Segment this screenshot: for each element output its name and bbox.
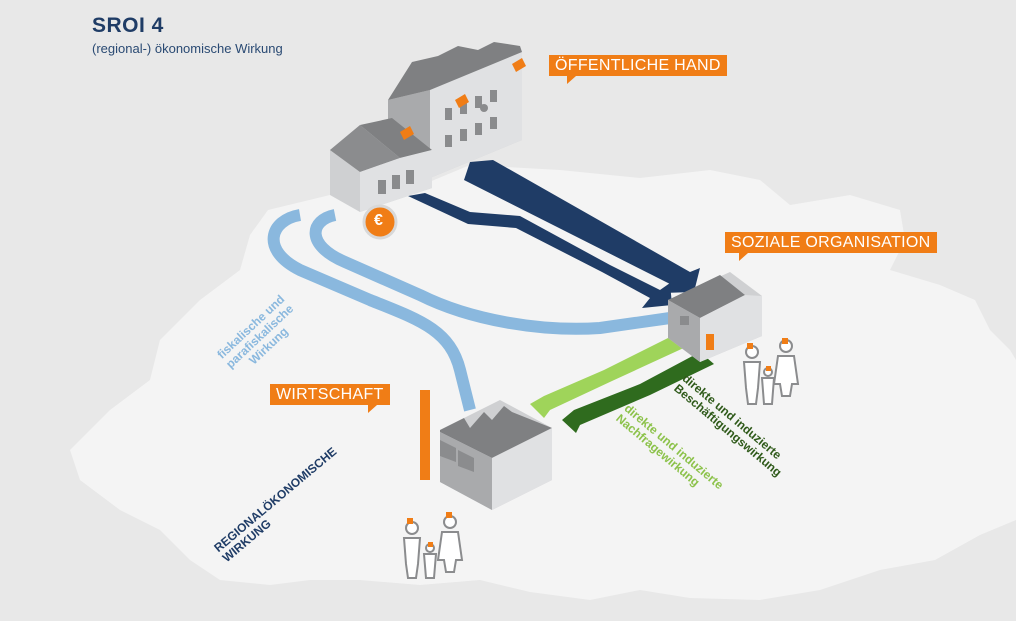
- fiscal-flow-pipe-1: [267, 209, 476, 412]
- people-group-social: [742, 338, 800, 405]
- label-economy: WIRTSCHAFT: [270, 384, 390, 413]
- social-organisation-house: [668, 272, 762, 362]
- fiscal-flow-pipe-2: [309, 209, 671, 335]
- public-sector-buildings: [330, 42, 526, 212]
- label-public-sector: ÖFFENTLICHE HAND: [549, 55, 727, 84]
- funding-arrow-upper: [464, 160, 700, 293]
- page-title: SROI 4: [92, 14, 164, 37]
- euro-symbol: €: [374, 212, 383, 229]
- funding-arrow-lower: [408, 193, 672, 308]
- people-group-factory: [402, 512, 464, 579]
- demand-arrow-light: [530, 338, 688, 418]
- label-social-organisation: SOZIALE ORGANISATION: [725, 232, 937, 261]
- euro-coin-icon: [362, 204, 398, 240]
- employment-arrow-dark: [562, 352, 714, 433]
- page-subtitle: (regional-) ökonomische Wirkung: [92, 41, 283, 56]
- factory-building: [420, 390, 552, 510]
